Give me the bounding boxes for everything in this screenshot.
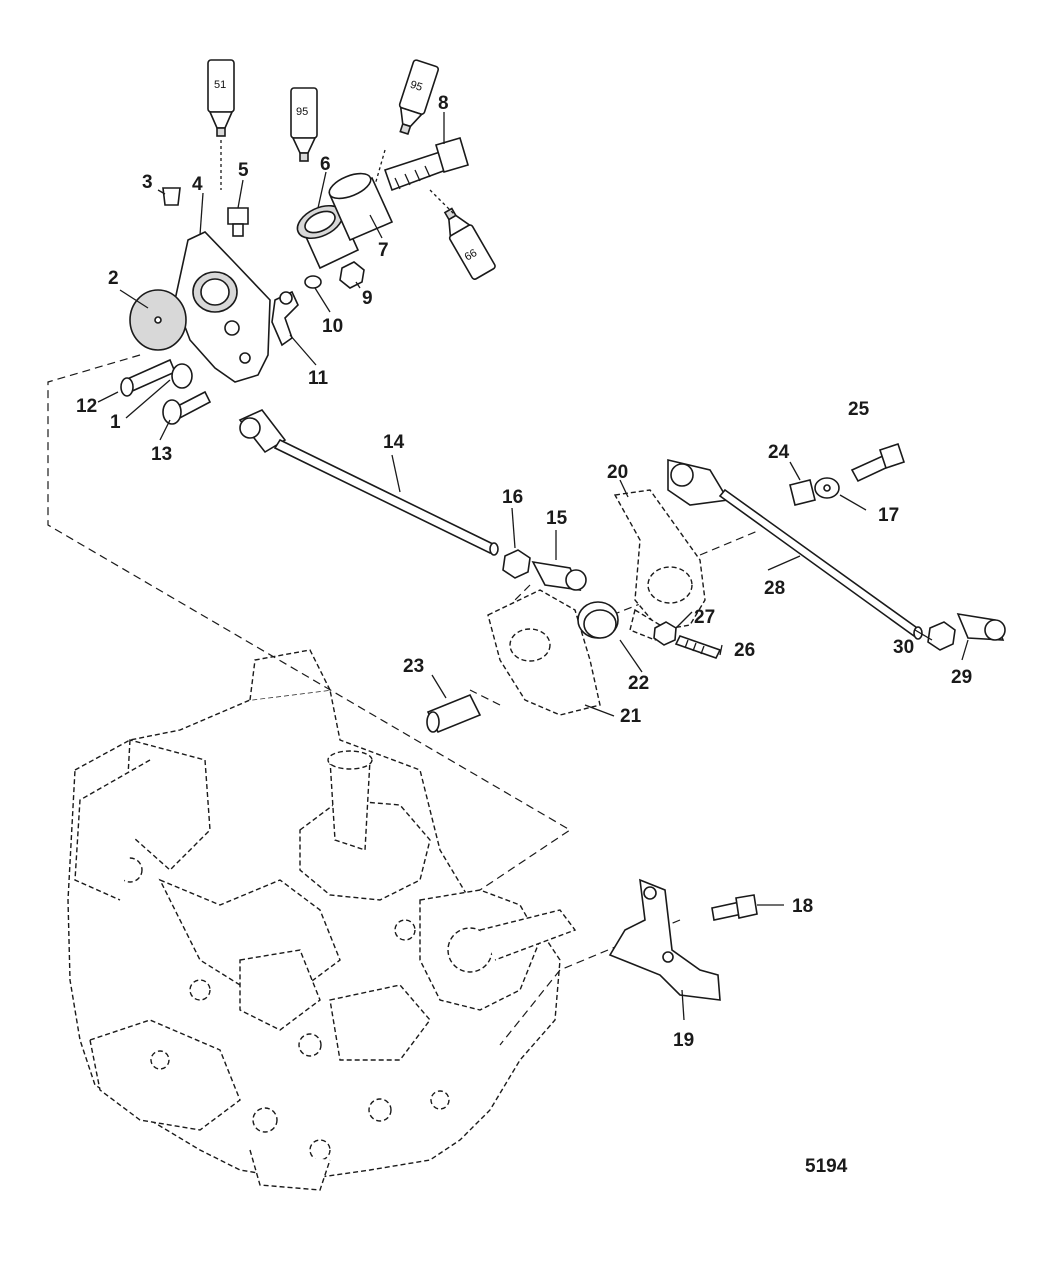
callout-5: 5 <box>238 160 249 181</box>
part-29-ball-joint <box>956 612 1006 641</box>
part-26-screw <box>674 635 722 659</box>
part-17-washer <box>814 477 840 499</box>
callout-21: 21 <box>620 706 642 727</box>
callout-19: 19 <box>673 1030 694 1051</box>
callout-20: 20 <box>607 462 628 483</box>
part-5-fitting <box>227 207 249 237</box>
part-22-spring <box>577 601 619 639</box>
part-2-washer <box>129 289 187 351</box>
part-25-bolt <box>850 442 906 483</box>
callout-24: 24 <box>768 442 790 463</box>
callout-26: 26 <box>734 640 755 661</box>
part-19-bracket <box>608 878 721 1001</box>
part-15-ball-joint <box>531 560 587 591</box>
callout-25: 25 <box>848 399 870 420</box>
part-13-screw <box>162 390 212 425</box>
callout-16: 16 <box>502 487 523 508</box>
callout-3: 3 <box>142 172 153 193</box>
sealant-tube-95-b: 95 <box>398 59 440 136</box>
part-21-lever-plate <box>487 589 601 716</box>
callout-30: 30 <box>893 637 914 658</box>
callout-18: 18 <box>792 896 813 917</box>
part-3-cap <box>162 187 181 206</box>
part-20-shift-lever <box>613 489 706 641</box>
part-8-bolt <box>383 137 469 192</box>
part-14-link-rod <box>238 409 499 556</box>
callout-22: 22 <box>628 673 649 694</box>
callout-14: 14 <box>383 432 405 453</box>
part-9-nut <box>339 261 365 289</box>
part-18-bolt <box>711 894 758 921</box>
sealant-tube-95-a: 95 <box>290 87 318 162</box>
callout-1: 1 <box>110 412 121 433</box>
part-30-nut <box>927 621 956 651</box>
part-27-nut <box>653 621 677 646</box>
engine-block <box>67 649 577 1191</box>
callout-8: 8 <box>438 93 449 114</box>
part-12-pin <box>120 358 177 397</box>
part-10-washer <box>304 275 322 289</box>
callout-27: 27 <box>694 607 715 628</box>
part-7-spacer <box>328 172 394 242</box>
callout-17: 17 <box>878 505 899 526</box>
callout-9: 9 <box>362 288 373 309</box>
callout-11: 11 <box>308 368 329 389</box>
part-1-bushing <box>171 363 193 389</box>
sealant-tube-51: 51 <box>207 59 235 190</box>
callout-10: 10 <box>322 316 343 337</box>
callout-4: 4 <box>192 174 203 195</box>
callout-2: 2 <box>108 268 119 289</box>
callout-6: 6 <box>320 154 331 175</box>
part-24-square-washer <box>789 479 816 506</box>
callout-7: 7 <box>378 240 389 261</box>
callout-28: 28 <box>764 578 785 599</box>
callout-29: 29 <box>951 667 972 688</box>
callout-15: 15 <box>546 508 568 529</box>
part-28-link-rod <box>667 458 923 640</box>
callout-13: 13 <box>151 444 172 465</box>
part-11-clip <box>271 290 299 347</box>
callout-23: 23 <box>403 656 424 677</box>
sealant-tube-66: 66 <box>443 207 496 280</box>
leader-lines <box>97 112 969 1021</box>
part-23-sleeve <box>426 693 482 734</box>
part-16-nut <box>502 549 531 579</box>
tube-label-51: 51 <box>214 79 226 91</box>
tube-label-95-b: 95 <box>409 79 424 94</box>
tube-label-95-a: 95 <box>296 106 308 118</box>
callout-numbers: 3 4 5 6 7 8 9 10 11 2 12 1 13 14 16 15 2… <box>76 93 972 1051</box>
callout-12: 12 <box>76 396 97 417</box>
tube-label-66: 66 <box>463 247 480 264</box>
figure-number: 5194 <box>805 1156 848 1177</box>
part-4-bracket-plate <box>174 231 271 383</box>
